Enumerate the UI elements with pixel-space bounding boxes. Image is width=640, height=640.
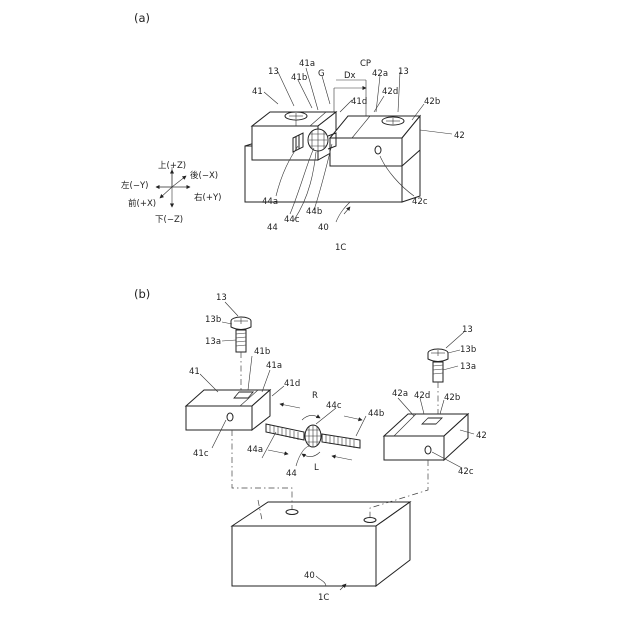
axis-indicator: 上(+Z) 下(−Z) 左(−Y) 右(+Y) 前(+X) 後(−X) xyxy=(121,161,221,225)
ref-41a-b: 41a xyxy=(266,361,282,371)
ref-42c-a: 42c xyxy=(412,197,428,207)
block-42 xyxy=(330,116,420,166)
ref-44c-b: 44c xyxy=(326,401,342,411)
ref-13-a-left: 13 xyxy=(268,67,279,77)
screw-13-left xyxy=(231,317,251,390)
axis-down: 下(−Z) xyxy=(155,215,183,225)
ref-r-b: R xyxy=(312,391,318,401)
ref-44a-a: 44a xyxy=(262,197,278,207)
ref-44c-a: 44c xyxy=(284,215,300,225)
ref-1c-b: 1C xyxy=(318,593,329,603)
ref-41d-a: 41d xyxy=(351,97,367,107)
base-hole-left xyxy=(286,510,298,515)
panel-b: (b) xyxy=(134,287,487,603)
panel-a: (a) xyxy=(121,11,465,253)
ref-40-a: 40 xyxy=(318,223,329,233)
axis-right: 右(+Y) xyxy=(194,192,221,203)
ref-41b-b: 41b xyxy=(254,347,270,357)
ref-44b-a: 44b xyxy=(306,207,322,217)
ref-13-b-left: 13 xyxy=(216,293,227,303)
ref-40-b: 40 xyxy=(304,571,315,581)
block-41-b xyxy=(186,390,270,430)
ref-44-a: 44 xyxy=(267,223,278,233)
block-42-b xyxy=(384,414,468,460)
ref-44b-b: 44b xyxy=(368,409,384,419)
hole-42c-b xyxy=(425,446,431,454)
hole-42c xyxy=(375,146,381,154)
axis-up: 上(+Z) xyxy=(158,161,186,171)
screw-13-right xyxy=(428,349,448,420)
ref-44a-b: 44a xyxy=(247,445,263,455)
ref-42d-a: 42d xyxy=(382,87,398,97)
ref-42d-b: 42d xyxy=(414,391,430,401)
axis-front: 前(+X) xyxy=(128,198,156,209)
panel-a-label: (a) xyxy=(134,11,150,25)
ref-42-b: 42 xyxy=(476,431,487,441)
ref-13-a-right: 13 xyxy=(398,67,409,77)
ref-13b-b-left: 13b xyxy=(205,315,221,325)
ref-42c-b: 42c xyxy=(458,467,474,477)
ref-42-a: 42 xyxy=(454,131,465,141)
ref-13a-b-left: 13a xyxy=(205,337,221,347)
hole-41c xyxy=(227,413,233,421)
ref-41d-b: 41d xyxy=(284,379,300,389)
ref-42a-b: 42a xyxy=(392,389,408,399)
ref-13a-b-right: 13a xyxy=(460,362,476,372)
base-block-40-b xyxy=(232,502,410,586)
ref-41-b: 41 xyxy=(189,367,200,377)
ref-44-b: 44 xyxy=(286,469,297,479)
ref-41b-a: 41b xyxy=(291,73,307,83)
axis-back: 後(−X) xyxy=(190,170,218,181)
ref-13b-b-right: 13b xyxy=(460,345,476,355)
ref-41-a: 41 xyxy=(252,87,263,97)
ref-42a-a: 42a xyxy=(372,69,388,79)
ref-g-a: G xyxy=(318,69,325,79)
ref-1c-a: 1C xyxy=(335,243,346,253)
ref-42b-a: 42b xyxy=(424,97,440,107)
adjust-screw-44-b xyxy=(266,424,360,448)
axis-left: 左(−Y) xyxy=(121,180,148,191)
ref-41c-b: 41c xyxy=(193,449,209,459)
panel-b-label: (b) xyxy=(134,287,150,301)
ref-l-b: L xyxy=(314,463,319,473)
ref-42b-b: 42b xyxy=(444,393,460,403)
ref-13-b-right: 13 xyxy=(462,325,473,335)
base-hole-right xyxy=(364,518,376,523)
ref-41a-a: 41a xyxy=(299,59,315,69)
ref-cp-a: CP xyxy=(360,59,371,69)
ref-dx-a: Dx xyxy=(344,71,356,81)
